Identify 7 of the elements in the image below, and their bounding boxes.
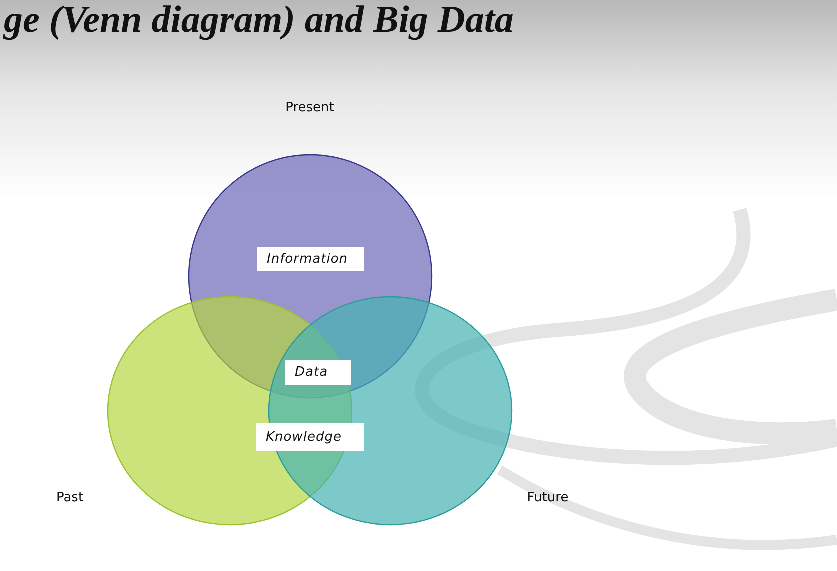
- term-label: Information: [257, 247, 364, 272]
- circle-caption: Present: [286, 100, 334, 116]
- circle-caption: Future: [527, 490, 569, 506]
- term-label: Knowledge: [256, 423, 364, 451]
- slide-title: ge (Venn diagram) and Big Data: [4, 0, 514, 42]
- term-label: Data: [285, 360, 351, 385]
- circle-caption: Past: [56, 490, 84, 506]
